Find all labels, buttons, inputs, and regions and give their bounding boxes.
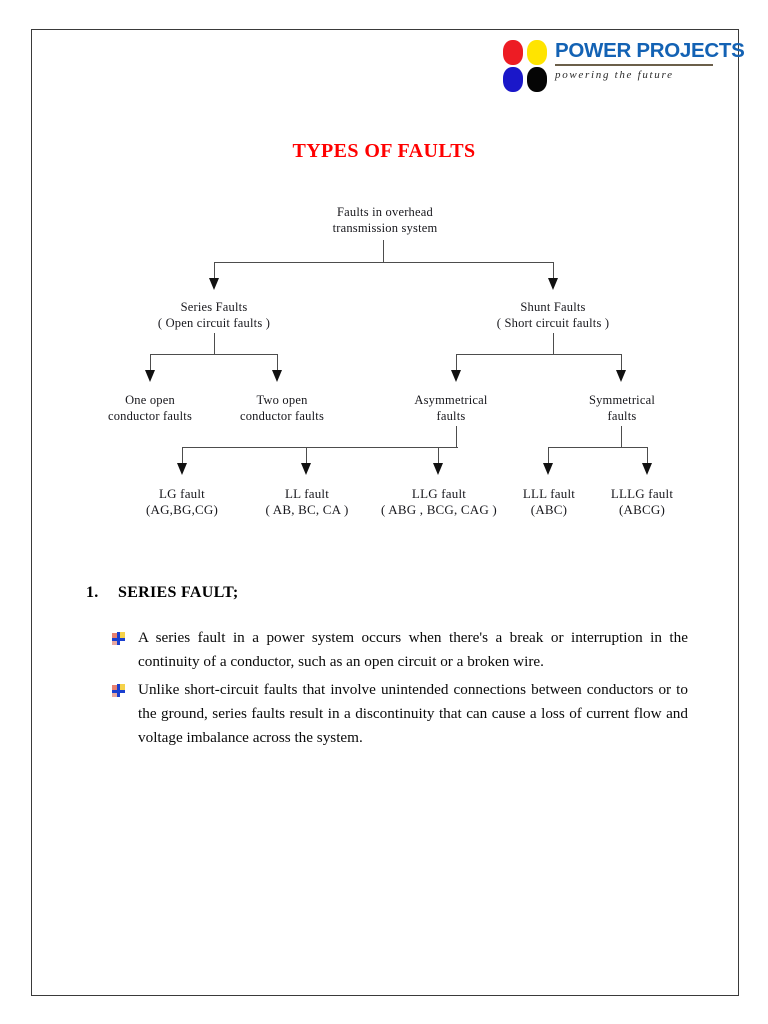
- logo-blob-black: [527, 67, 547, 92]
- connector-sym-stem: [621, 426, 623, 448]
- connector-shunt-bar: [456, 354, 622, 356]
- tree-node-ll-fault: LL fault ( AB, BC, CA ): [265, 486, 349, 517]
- arrow-to-lllg-fault: [642, 463, 652, 475]
- bullet-marker-icon: [112, 684, 125, 697]
- fault-types-tree-diagram: Faults in overhead transmission system S…: [60, 205, 710, 545]
- logo-blob-blue: [503, 67, 523, 92]
- page-border-frame: [31, 29, 739, 996]
- arrow-to-ll-fault: [301, 463, 311, 475]
- tree-node-llg-fault: LLG fault ( ABG , BCG, CAG ): [381, 486, 497, 517]
- section-heading-label: SERIES FAULT;: [118, 584, 239, 601]
- connector-asym-drop-lg: [182, 447, 184, 464]
- arrow-to-lg-fault: [177, 463, 187, 475]
- list-item: Unlike short-circuit faults that involve…: [110, 678, 688, 750]
- logo-divider: [555, 64, 713, 66]
- logo-blob-yellow: [527, 40, 547, 65]
- connector-level2-right-drop: [553, 262, 555, 279]
- connector-shunt-stem: [553, 333, 555, 355]
- tree-node-one-open-conductor: One open conductor faults: [107, 393, 193, 423]
- arrow-to-llg-fault: [433, 463, 443, 475]
- bullet-marker-icon: [112, 632, 125, 645]
- bullet-list: A series fault in a power system occurs …: [110, 626, 688, 754]
- connector-root-stem: [383, 240, 385, 263]
- tree-node-lll-fault: LLL fault (ABC): [522, 486, 576, 517]
- tree-node-symmetrical-faults: Symmetrical faults: [588, 393, 656, 423]
- connector-sym-drop-lllg: [647, 447, 649, 464]
- tree-node-asymmetrical-faults: Asymmetrical faults: [414, 393, 488, 423]
- list-item: A series fault in a power system occurs …: [110, 626, 688, 674]
- arrow-to-asymmetrical-faults: [451, 370, 461, 382]
- page-title: TYPES OF FAULTS: [292, 140, 476, 162]
- connector-series-bar: [150, 354, 278, 356]
- tree-node-lg-fault: LG fault (AG,BG,CG): [145, 486, 219, 517]
- connector-shunt-right-drop: [621, 354, 623, 371]
- connector-level2-bar: [214, 262, 554, 264]
- tree-node-shunt-faults: Shunt Faults ( Short circuit faults ): [496, 300, 610, 330]
- tree-node-lllg-fault: LLLG fault (ABCG): [610, 486, 674, 517]
- connector-sym-drop-lll: [548, 447, 550, 464]
- section-heading: 1. SERIES FAULT;: [86, 584, 239, 602]
- arrow-to-lll-fault: [543, 463, 553, 475]
- connector-shunt-left-drop: [456, 354, 458, 371]
- connector-sym-bar: [548, 447, 648, 449]
- connector-asym-stem: [456, 426, 458, 448]
- connector-level2-left-drop: [214, 262, 216, 279]
- logo-text-block: POWER PROJECTS powering the future: [555, 38, 745, 81]
- arrow-to-one-open-conductor: [145, 370, 155, 382]
- arrow-to-series-faults: [209, 278, 219, 290]
- connector-series-left-drop: [150, 354, 152, 371]
- logo-tagline: powering the future: [555, 68, 674, 81]
- tree-node-series-faults: Series Faults ( Open circuit faults ): [157, 300, 271, 330]
- tree-node-two-open-conductor: Two open conductor faults: [239, 393, 325, 423]
- connector-asym-bar: [182, 447, 458, 449]
- connector-asym-drop-llg: [438, 447, 440, 464]
- logo-brand-name: POWER PROJECTS: [555, 39, 745, 62]
- connector-asym-drop-ll: [306, 447, 308, 464]
- connector-series-stem: [214, 333, 216, 355]
- connector-series-right-drop: [277, 354, 279, 371]
- tree-node-root: Faults in overhead transmission system: [332, 205, 438, 235]
- bullet-text: A series fault in a power system occurs …: [138, 629, 688, 670]
- section-number: 1.: [86, 584, 99, 601]
- company-logo: POWER PROJECTS powering the future: [503, 38, 745, 96]
- logo-blobs-icon: [503, 40, 549, 92]
- logo-blob-red: [503, 40, 523, 65]
- arrow-to-shunt-faults: [548, 278, 558, 290]
- arrow-to-symmetrical-faults: [616, 370, 626, 382]
- bullet-text: Unlike short-circuit faults that involve…: [138, 681, 688, 746]
- arrow-to-two-open-conductor: [272, 370, 282, 382]
